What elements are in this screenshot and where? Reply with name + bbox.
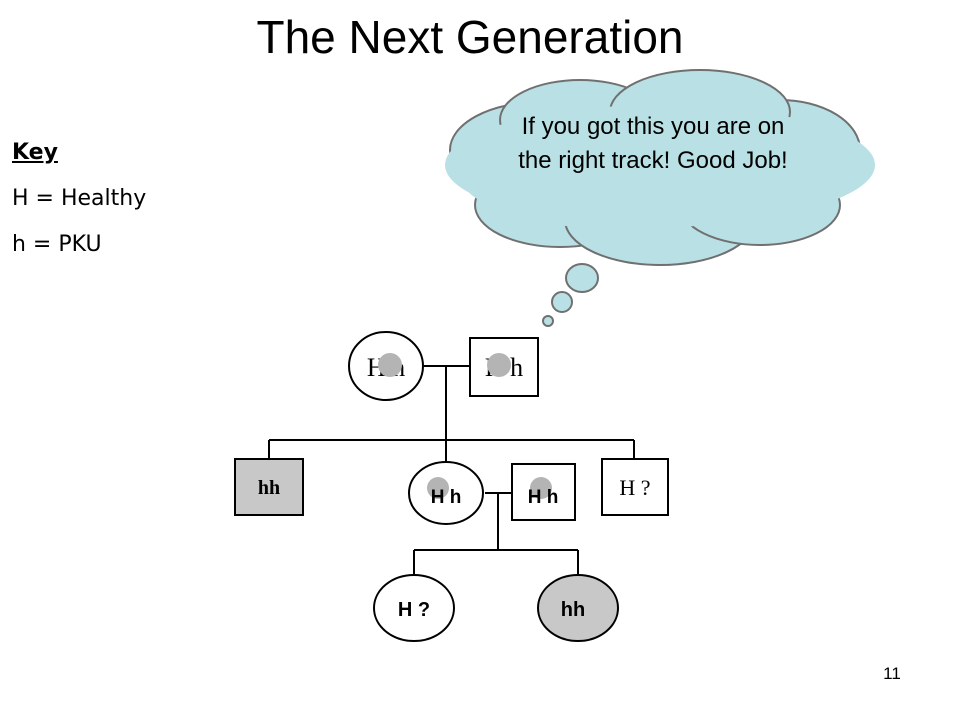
key-pku: h = PKU: [12, 232, 102, 257]
key-legend: Key H = Healthy h = PKU: [12, 142, 146, 280]
affected-son-square: [234, 458, 304, 516]
affected-grandchild-genotype: hh: [561, 599, 585, 621]
thought-dot-large: [565, 263, 599, 293]
thought-bubble-text: If you got this you are on the right tra…: [518, 113, 788, 175]
spouse-genotype: H h: [528, 487, 559, 508]
healthy-son-genotype: H ?: [619, 475, 650, 500]
cloud-fill: [460, 120, 800, 230]
carrier-dot: [378, 353, 402, 377]
thought-dot-small: [542, 315, 554, 327]
affected-grandchild-circle: [537, 574, 619, 642]
grandchild-circle: [373, 574, 455, 642]
carrier-dot: [487, 353, 511, 377]
page-title: The Next Generation: [256, 11, 684, 63]
pedigree-lines: [268, 365, 635, 575]
key-healthy: H = Healthy: [12, 186, 147, 211]
thought-dot-medium: [551, 291, 573, 313]
daughter-genotype: H h: [431, 487, 462, 508]
carrier-dot: [427, 477, 449, 499]
affected-son-genotype: hh: [258, 477, 280, 499]
carrier-dot: [530, 477, 552, 499]
page-number: 11: [883, 664, 901, 683]
thought-dots: [542, 263, 599, 327]
grandchild-genotype: H ?: [398, 599, 430, 621]
healthy-son-square: [601, 458, 669, 516]
key-heading: Key: [12, 140, 58, 165]
